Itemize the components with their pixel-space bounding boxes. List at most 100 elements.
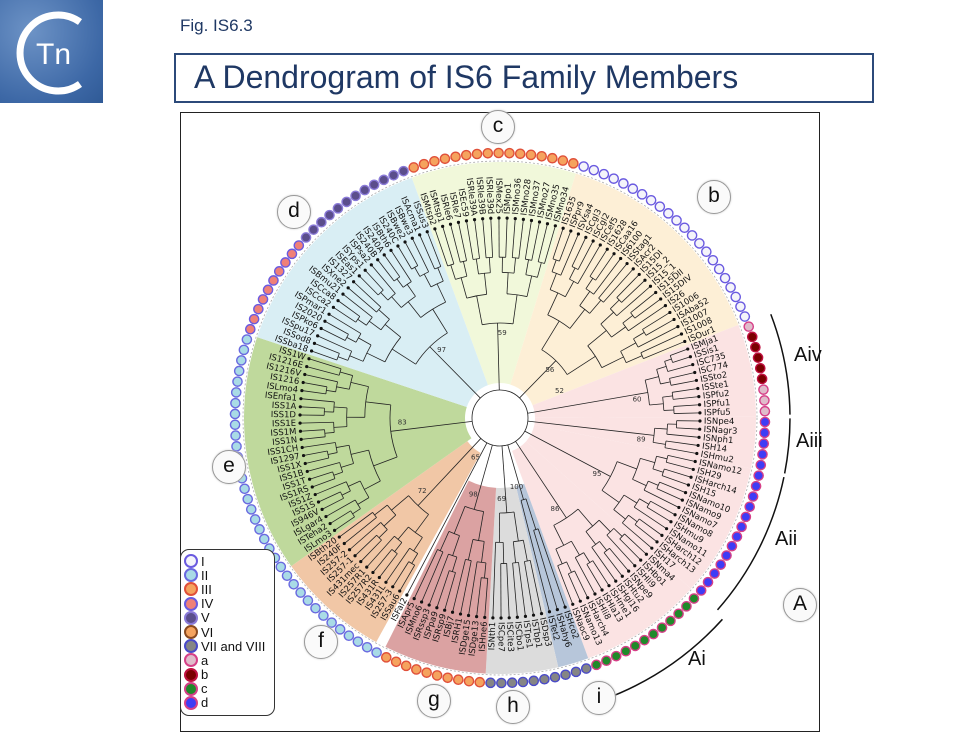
legend-dot-icon — [184, 682, 198, 696]
class-dot-III-icon — [412, 665, 421, 674]
leaf-node-icon — [298, 422, 301, 425]
class-dot-d-icon — [737, 522, 746, 531]
leaf-node-icon — [600, 588, 603, 591]
legend-dot-icon — [184, 696, 198, 710]
legend-label: a — [201, 653, 208, 668]
leaf-node-icon — [556, 608, 559, 611]
legend-label: V — [201, 610, 210, 625]
class-dot-III-icon — [569, 159, 578, 168]
class-dot-I-icon — [726, 283, 735, 292]
class-dot-b-icon — [748, 332, 757, 341]
class-dot-c-icon — [640, 636, 649, 645]
leaf-node-icon — [314, 493, 317, 496]
group-label-h: h — [496, 690, 530, 724]
leaf-node-icon — [650, 547, 653, 550]
leaf-node-icon — [302, 454, 305, 457]
leaf-node-icon — [683, 340, 686, 343]
leaf-node-icon — [676, 325, 679, 328]
class-dot-b-icon — [758, 374, 767, 383]
leaf-node-icon — [673, 513, 676, 516]
class-dot-I-icon — [736, 302, 745, 311]
leaf-node-icon — [304, 462, 307, 465]
class-dot-b-icon — [756, 364, 765, 373]
leaf-node-icon — [459, 612, 462, 615]
leaf-node-icon — [308, 478, 311, 481]
leaf-node-icon — [569, 229, 572, 232]
leaf-node-icon — [398, 589, 401, 592]
leaf-node-icon — [508, 616, 511, 619]
leaf-node-icon — [327, 313, 330, 316]
class-dot-V-icon — [379, 175, 388, 184]
leaf-node-icon — [697, 444, 700, 447]
leaf-node-icon — [698, 411, 701, 414]
class-dot-III-icon — [433, 671, 442, 680]
leaf-node-icon — [530, 219, 533, 222]
leaf-node-icon — [343, 542, 346, 545]
bootstrap-value: 59 — [498, 329, 507, 337]
class-dot-I-icon — [740, 312, 749, 321]
leaf-node-icon — [323, 320, 326, 323]
class-dot-III-icon — [516, 149, 525, 158]
legend-label: II — [201, 568, 208, 583]
leaf-node-icon — [329, 522, 332, 525]
class-dot-b-icon — [753, 353, 762, 362]
leaf-node-icon — [384, 581, 387, 584]
class-dot-V-icon — [301, 233, 310, 242]
leaf-node-icon — [311, 485, 314, 488]
class-dot-II-icon — [239, 345, 248, 354]
leaf-node-icon — [606, 248, 609, 251]
leaf-node-icon — [698, 419, 701, 422]
class-dot-III-icon — [505, 149, 514, 158]
class-dot-d-icon — [756, 460, 765, 469]
class-dot-d-icon — [697, 586, 706, 595]
bootstrap-value: 83 — [398, 419, 407, 427]
class-dot-III-icon — [422, 668, 431, 677]
class-dot-VII-icon — [486, 678, 495, 687]
class-dot-V-icon — [389, 171, 398, 180]
class-dot-II-icon — [372, 648, 381, 657]
class-dot-I-icon — [715, 264, 724, 273]
class-dot-a-icon — [760, 407, 769, 416]
leaf-node-icon — [499, 616, 502, 619]
leaf-node-icon — [298, 413, 301, 416]
leaf-node-icon — [336, 299, 339, 302]
class-dot-III-icon — [462, 151, 471, 160]
leaf-node-icon — [695, 452, 698, 455]
leaf-node-icon — [592, 239, 595, 242]
bootstrap-value: 56 — [545, 366, 554, 374]
class-dot-d-icon — [760, 428, 769, 437]
class-dot-a-icon — [760, 396, 769, 405]
legend-item-d: d — [184, 696, 274, 710]
leaf-node-icon — [687, 483, 690, 486]
class-dot-IV-icon — [254, 305, 263, 314]
leaf-node-icon — [669, 520, 672, 523]
leaf-node-icon — [338, 535, 341, 538]
class-dot-III-icon — [537, 152, 546, 161]
leaf-node-icon — [584, 236, 587, 239]
leaf-node-icon — [411, 237, 414, 240]
class-dot-IV-icon — [258, 295, 267, 304]
class-dot-I-icon — [702, 247, 711, 256]
group-label-i: i — [582, 681, 616, 715]
legend-dot-icon — [184, 625, 198, 639]
group-label-e: e — [212, 450, 246, 484]
leaf-node-icon — [665, 527, 668, 530]
leaf-node-icon — [483, 616, 486, 619]
leaf-node-icon — [643, 279, 646, 282]
leaf-node-icon — [686, 347, 689, 350]
leaf-node-icon — [694, 460, 697, 463]
leaf-node-icon — [307, 357, 310, 360]
leaf-node-icon — [579, 600, 582, 603]
leaf-node-icon — [627, 570, 630, 573]
class-dot-V-icon — [325, 211, 334, 220]
leaf-node-icon — [378, 576, 381, 579]
class-dot-I-icon — [609, 174, 618, 183]
class-dot-II-icon — [231, 431, 240, 440]
class-dot-d-icon — [727, 542, 736, 551]
class-dot-VII-icon — [518, 677, 527, 686]
leaf-node-icon — [655, 540, 658, 543]
leaf-node-icon — [457, 221, 460, 224]
bootstrap-value: 95 — [593, 470, 602, 478]
class-dot-d-icon — [759, 439, 768, 448]
leaf-node-icon — [391, 585, 394, 588]
